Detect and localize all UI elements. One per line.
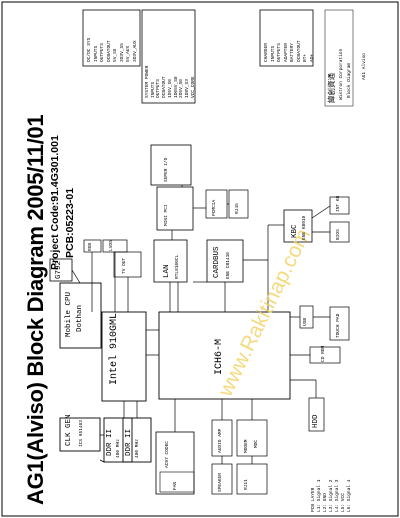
legend-line: PCB LAYER xyxy=(311,487,316,512)
modem-sub: MDC xyxy=(254,439,259,448)
power-box-1-line: 5V_S5 xyxy=(113,48,118,62)
pcmcia-label: PCMCIA xyxy=(212,199,217,216)
ddr2-label: DDR II xyxy=(125,428,133,456)
pcb-number: PCB:05223-01 xyxy=(64,187,76,258)
cpu-box xyxy=(59,282,102,349)
legend-line: L3: Signal 2 xyxy=(329,479,334,512)
ddr1-label: DDR II xyxy=(106,428,114,456)
legend-line: L2: GND xyxy=(323,493,328,512)
legend-line: L6: Signal 4 xyxy=(347,479,352,512)
power-box-1-line: OUTPUTS xyxy=(100,43,105,62)
legend-line: L5: VCC xyxy=(341,493,346,512)
mini-pci-label: MINI PCI xyxy=(164,204,169,226)
ich-box xyxy=(158,311,291,400)
rj45-label: RJ45 xyxy=(235,203,240,214)
kbc-label: KBC xyxy=(291,224,299,238)
power-box-1-line: 5V_AUX xyxy=(126,45,131,62)
page-title: AG1(Alviso) Block Diagram 2005/11/01 xyxy=(23,114,48,505)
cpu-sub-label: Dothan xyxy=(76,304,84,332)
power-box-1-line: INPUTS xyxy=(93,45,99,62)
power-box-3-line: BATTERY xyxy=(290,43,295,62)
power-box-1-line: 3D3V_AUX xyxy=(132,40,138,62)
cardbus-label: CARDBUS xyxy=(213,246,221,278)
lan-label: LAN xyxy=(163,264,171,278)
power-box-3-line: BT+ xyxy=(303,53,308,62)
clk-label: CLK GEN xyxy=(65,414,73,446)
lan-box-a xyxy=(153,239,188,283)
power-box-2-line: VCC_CORE xyxy=(190,76,196,98)
gmch-label: Intel 910GML xyxy=(109,312,120,385)
modem-label: MODEM xyxy=(244,439,249,453)
touchpad-label: TOUCH PAD xyxy=(336,313,341,338)
model-label: AG1 Alviso xyxy=(362,52,367,80)
legend-line: L4: Signal 3 xyxy=(335,479,340,512)
company-name: Wistron Corporation xyxy=(339,48,344,100)
usb-label: USB xyxy=(303,317,308,326)
clk-sub-label: ICS 951403 xyxy=(79,419,84,447)
lvds-label: LVDS xyxy=(109,240,114,251)
speaker-label: SPEAKER xyxy=(218,473,223,492)
power-box-2-line: 1D8V_S3 xyxy=(184,79,190,98)
power-box-3-line: AD+ xyxy=(309,53,315,62)
power-box-2-line: DCBATOUT xyxy=(162,76,168,98)
power-box-1 xyxy=(82,9,141,67)
power-box-3 xyxy=(259,9,314,67)
company-chinese: 緯創資通 xyxy=(329,73,337,103)
power-box-1-line: 3D3V_S5 xyxy=(119,43,125,62)
rgb-label: RGB xyxy=(88,242,93,251)
sheet-label: Block Diagram xyxy=(347,62,352,98)
ich-label: ICH6-M xyxy=(214,338,225,375)
kbc-sub: ENE KB910 xyxy=(302,215,307,240)
power-box-3-line: DCBATOUT xyxy=(296,40,302,62)
project-code: Project Code:91.4G301.001 xyxy=(49,135,61,270)
power-box-2-line: 1D5V_S0 xyxy=(167,79,173,98)
codec-label: AC97 CODEC xyxy=(165,440,170,468)
tv-label: TV OUT xyxy=(122,257,127,274)
ddr1-box xyxy=(103,417,133,463)
power-box-2 xyxy=(141,9,196,104)
power-box-1-line: DCBATOUT xyxy=(106,40,112,62)
power-box-2-line: 2D5V_S0 xyxy=(179,79,185,98)
hdd-label: HDD xyxy=(312,414,320,428)
bios-label: BIOS xyxy=(336,229,341,240)
lan-sub: RTL8100CL xyxy=(175,254,180,279)
power-box-3-line: OUTPUTS xyxy=(277,43,282,62)
cdrom-label: CD ROM xyxy=(321,345,326,362)
power-box-2-line: SYSTEM POWER xyxy=(145,65,150,98)
ddr1-sub: 400 MHz xyxy=(116,439,121,458)
power-box-3-line: INPUTS xyxy=(270,45,276,62)
power-box-3-line: CHARGER xyxy=(264,43,269,62)
rj11-label: RJ11 xyxy=(244,479,249,490)
cpu-label: Mobile CPU xyxy=(65,291,73,337)
power-box-3-line: ADAPTER xyxy=(283,43,289,62)
fan-label: FAN xyxy=(173,481,178,490)
ddr2-sub: 400 MHz xyxy=(135,439,140,458)
power-box-1-line: DC/DC SYS xyxy=(87,37,92,62)
sio-label: SUPER I/O xyxy=(164,157,169,182)
audio-amp-label: AUDIO AMP xyxy=(218,428,223,453)
cardbus-sub: ENE CB1410 xyxy=(226,251,231,279)
legend-line: L1: Signal 1 xyxy=(317,479,322,512)
int-kb-label: INT KB xyxy=(336,195,341,212)
clk-box xyxy=(59,417,101,452)
thermal-label: G792 xyxy=(55,260,63,279)
